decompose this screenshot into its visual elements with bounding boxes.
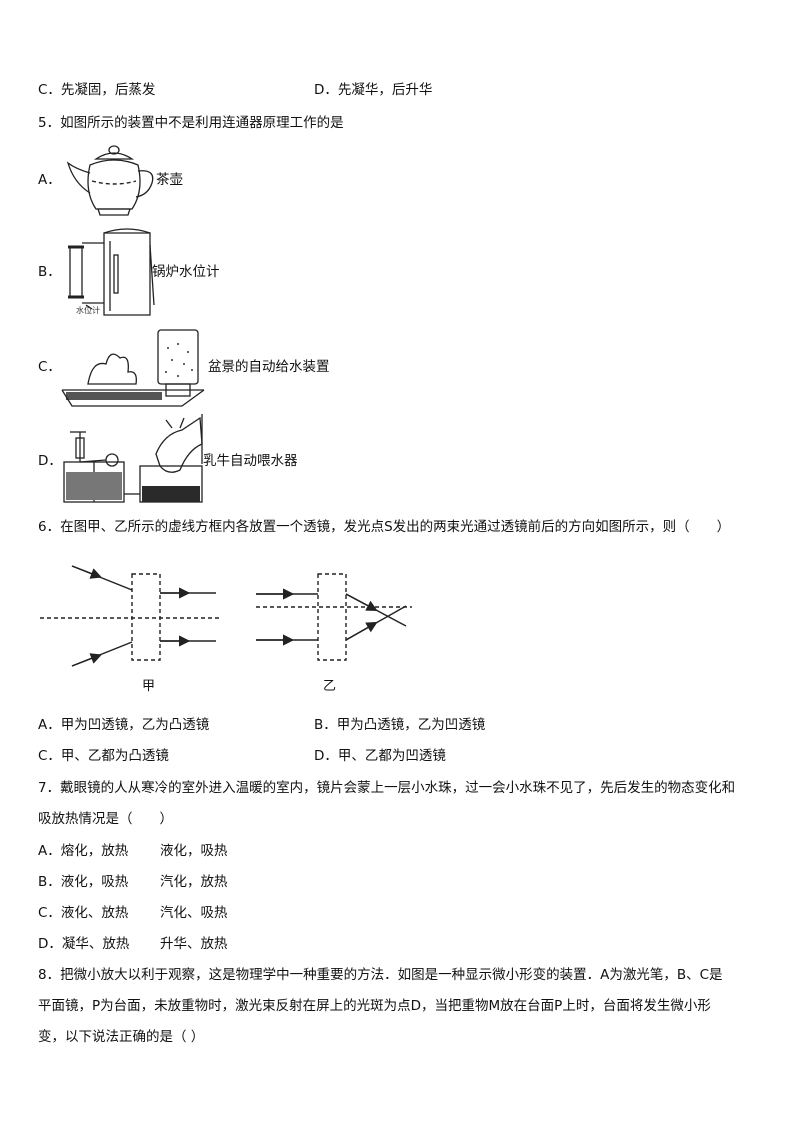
q7-option-b: B．液化，吸热 [38, 874, 129, 890]
q5-stem: 5．如图所示的装置中不是利用连通器原理工作的是 [38, 115, 344, 131]
q7-option-d-second: 升华、放热 [160, 936, 228, 952]
q8-line2: 平面镜，P为台面，未放重物时，激光束反射在屏上的光斑为点D，当把重物M放在台面P… [38, 998, 711, 1014]
q4-option-d: D．先凝华，后升华 [314, 82, 433, 98]
q6-stem: 6．在图甲、乙所示的虚线方框内各放置一个透镜，发光点S发出的两束光通过透镜前后的… [38, 519, 731, 535]
q5-option-a-letter: A． [38, 172, 61, 188]
q7-stem-line2: 吸放热情况是（ ） [38, 811, 173, 827]
bonsai-water-icon [61, 329, 205, 407]
q5-option-d-caption: 乳牛自动喂水器 [203, 453, 298, 469]
q7-option-a: A．熔化，放热 [38, 843, 129, 859]
q5-option-b-caption: 锅炉水位计 [152, 264, 220, 280]
q6-option-b: B．甲为凸透镜，乙为凹透镜 [314, 717, 486, 733]
fig-label-left: 甲 [142, 679, 156, 694]
boiler-gauge-icon [68, 228, 155, 316]
q7-option-d: D．凝华、放热 [38, 936, 130, 952]
lens-diagram [40, 565, 412, 667]
q5-option-b-letter: B． [38, 264, 61, 280]
q4-option-c: C．先凝固，后蒸发 [38, 82, 156, 98]
q6-option-d: D．甲、乙都为凹透镜 [314, 748, 446, 764]
q7-option-c-second: 汽化、吸热 [160, 905, 228, 921]
q5-option-a-caption: 茶壶 [156, 172, 183, 188]
q5-option-c-letter: C． [38, 359, 61, 375]
q7-option-a-second: 液化，吸热 [160, 843, 228, 859]
q7-option-b-second: 汽化，放热 [160, 874, 228, 890]
q7-option-c: C．液化、放热 [38, 905, 129, 921]
q7-stem-line1: 7．戴眼镜的人从寒冷的室外进入温暖的室内，镜片会蒙上一层小水珠，过一会小水珠不见… [38, 780, 736, 796]
q5-option-c-caption: 盆景的自动给水装置 [208, 359, 330, 375]
gauge-sub-label: 水位计 [76, 306, 100, 315]
teapot-icon [66, 145, 154, 216]
fig-label-right: 乙 [323, 679, 337, 694]
q8-line1: 8．把微小放大以利于观察，这是物理学中一种重要的方法．如图是一种显示微小形变的装… [38, 967, 723, 983]
q5-option-d-letter: D． [38, 453, 62, 469]
q6-option-c: C．甲、乙都为凸透镜 [38, 748, 169, 764]
q6-option-a: A．甲为凹透镜，乙为凸透镜 [38, 717, 210, 733]
cow-feeder-icon [63, 414, 203, 503]
q8-line3: 变，以下说法正确的是（ ） [38, 1029, 205, 1045]
